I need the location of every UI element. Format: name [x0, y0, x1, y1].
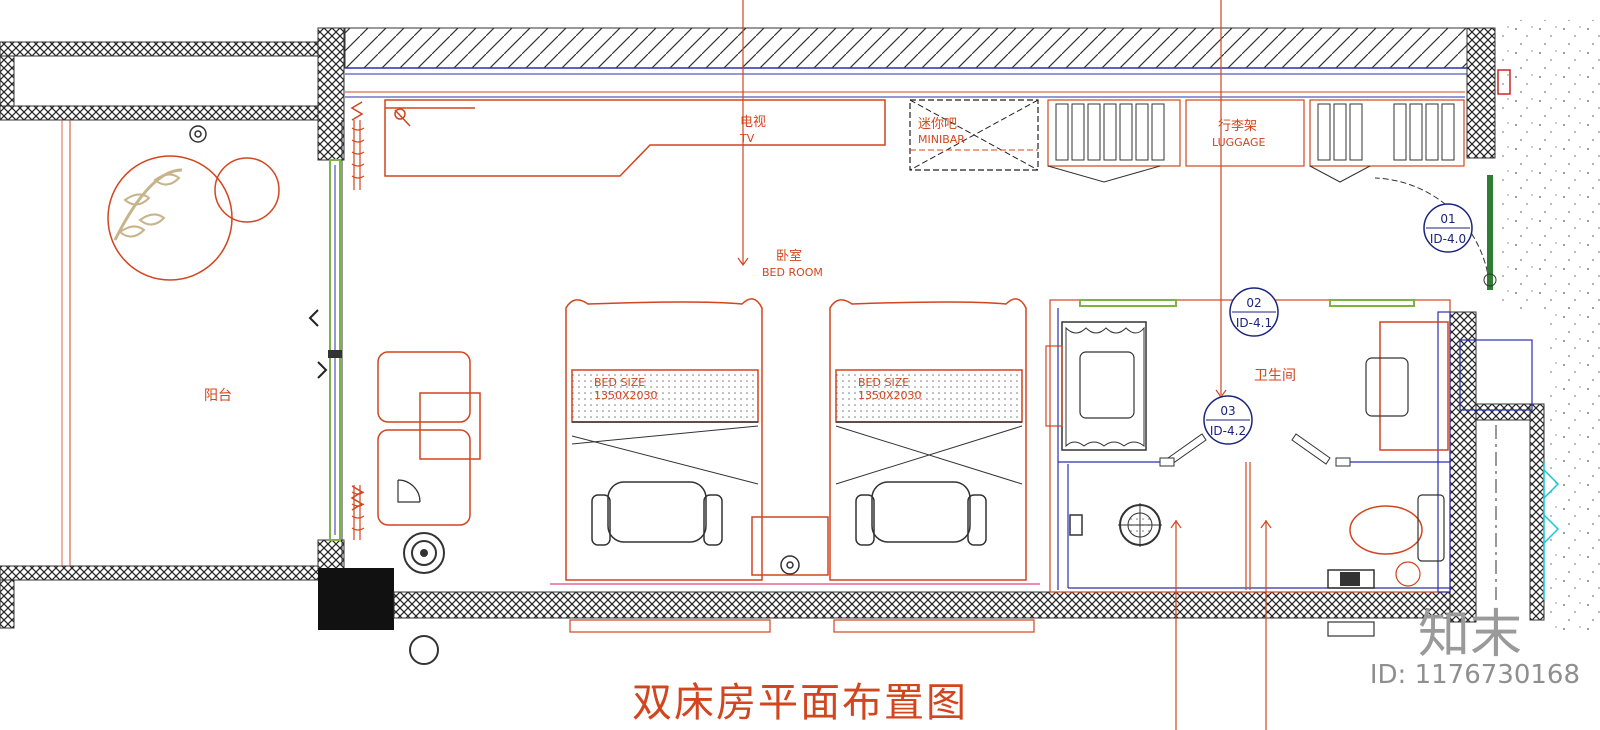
minibar-label-cn: 迷你吧	[918, 117, 957, 132]
callout-01-num: 01	[1440, 212, 1455, 226]
minibar-cabinet	[909, 99, 1039, 171]
luggage-rack	[1185, 99, 1305, 167]
callout-03-num: 03	[1220, 404, 1235, 418]
balcony-table-set	[107, 125, 280, 281]
armchair-set	[377, 351, 481, 574]
curtain-left	[351, 120, 365, 540]
bedroom-label-en: BED ROOM	[762, 266, 823, 279]
vanity-basin	[1045, 321, 1147, 451]
callout-03-ref: ID-4.2	[1210, 424, 1246, 438]
callout-03	[1203, 395, 1253, 445]
minibar-label-en: MINIBAR	[918, 133, 965, 146]
exterior-shaft	[1459, 339, 1560, 600]
callout-02	[1229, 287, 1279, 337]
balcony-sliding-door	[308, 159, 342, 541]
wardrobe-right	[1309, 99, 1465, 183]
entry-door	[1374, 69, 1511, 291]
toilet	[1327, 494, 1445, 589]
tv-label-en: TV	[739, 132, 755, 145]
bathroom-partitions	[1049, 299, 1451, 593]
bathroom-sliding-doors	[1079, 299, 1415, 467]
luggage-label-en: LUGGAGE	[1212, 136, 1266, 149]
luggage-label-cn: 行李架	[1218, 119, 1257, 134]
bed-left	[565, 298, 763, 581]
shower	[1069, 503, 1162, 547]
wardrobe-left	[1047, 99, 1181, 183]
tv-desk-unit	[350, 99, 886, 511]
bed-size-right: BED SIZE	[858, 376, 909, 389]
callout-01-ref: ID-4.0	[1430, 232, 1466, 246]
callout-01	[1423, 203, 1473, 253]
drawing-title: 双床房平面布置图	[632, 680, 968, 726]
bed-size-left: BED SIZE	[594, 376, 645, 389]
tv-label-cn: 电视	[740, 115, 766, 130]
leader-lines	[737, 0, 1272, 730]
bed-size-right-dim: 1350X2030	[858, 389, 922, 402]
callout-02-num: 02	[1246, 296, 1261, 310]
callout-02-ref: ID-4.1	[1236, 316, 1272, 330]
bedroom-label-cn: 卧室	[776, 248, 802, 264]
bed-right	[829, 298, 1027, 581]
walls	[0, 20, 1600, 630]
bed-size-left-dim: 1350X2030	[594, 389, 658, 402]
adjacent-room-hint	[409, 619, 1375, 665]
nightstand	[751, 516, 829, 576]
watermark-logo: 知末	[1417, 605, 1522, 665]
bathtub-or-bench	[1365, 321, 1449, 451]
watermark-id: ID: 1176730168	[1369, 660, 1580, 690]
bathroom-label: 卫生间	[1254, 368, 1296, 384]
balcony-label: 阳台	[204, 388, 232, 404]
